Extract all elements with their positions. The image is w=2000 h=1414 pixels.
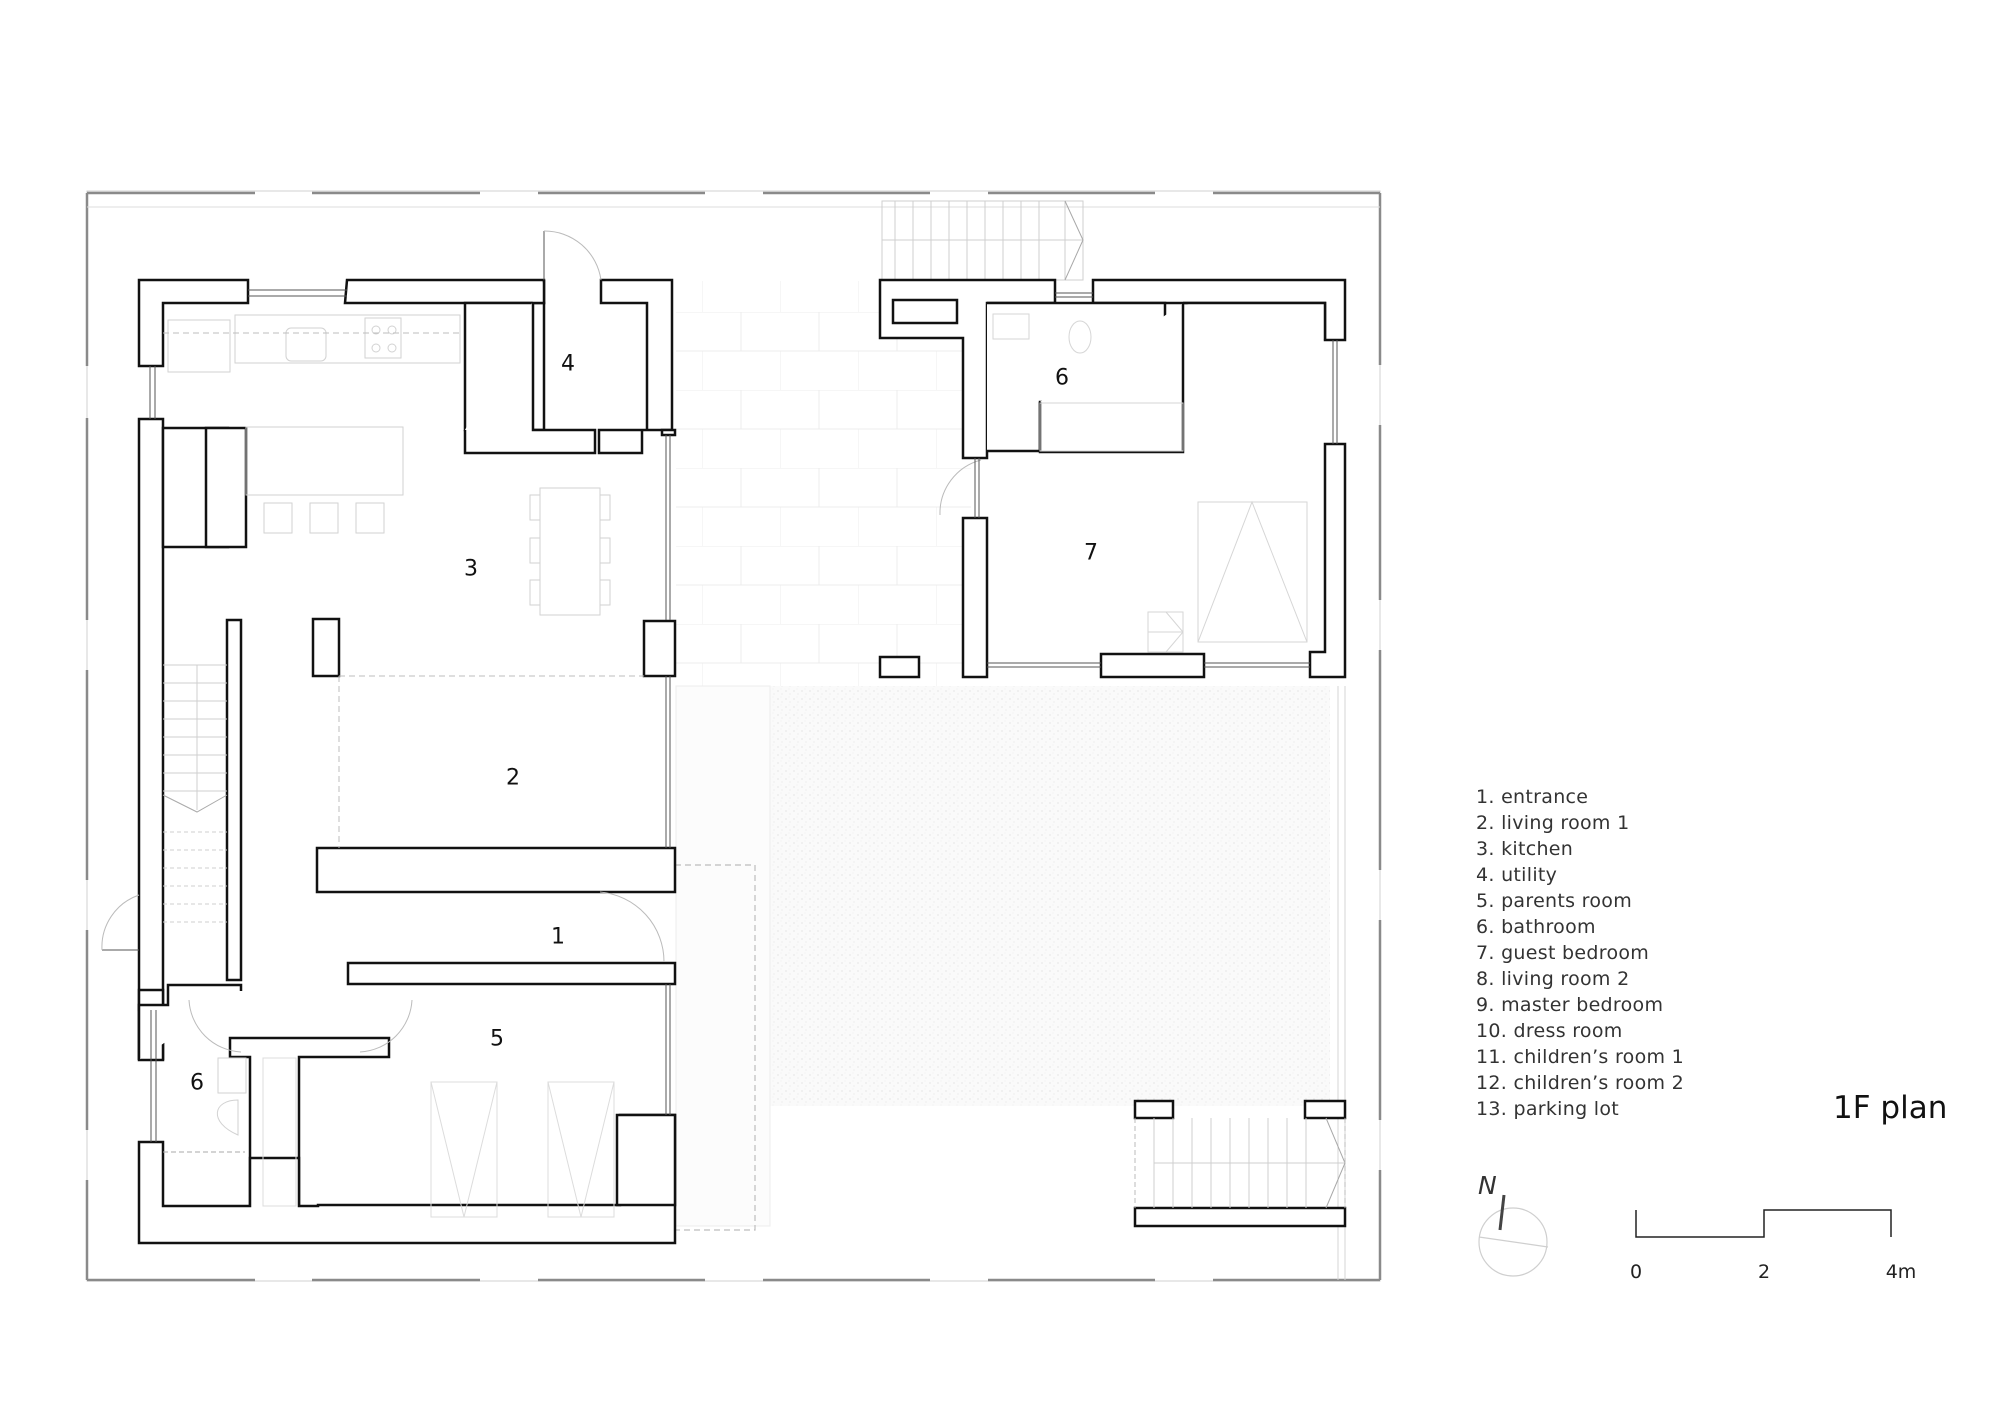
stairs-left — [162, 664, 228, 923]
room-label-living-room-1: 2 — [506, 765, 520, 791]
room-label-entrance: 1 — [551, 924, 565, 950]
room-legend: 1. entrance 2. living room 1 3. kitchen … — [1476, 784, 1684, 1122]
legend-item: 4. utility — [1476, 864, 1558, 886]
guest-building-walls — [878, 278, 1347, 679]
scale-label-2: 2 — [1757, 1261, 1771, 1283]
north-arrow-icon — [1478, 1194, 1549, 1277]
legend-item: 7. guest bedroom — [1476, 942, 1650, 964]
room-label-kitchen: 3 — [464, 556, 478, 582]
room-label-bathroom-guest: 6 — [1055, 365, 1069, 391]
legend-item: 8. living room 2 — [1476, 968, 1630, 990]
main-building-windows — [149, 289, 671, 1142]
room-label-bathroom-main: 6 — [190, 1070, 204, 1096]
stairs-lower — [1133, 1099, 1347, 1228]
door-swings — [101, 230, 982, 1053]
parking-gravel — [770, 686, 1330, 1106]
legend-item: 10. dress room — [1476, 1020, 1623, 1042]
guest-building-windows — [974, 292, 1338, 668]
legend-item: 11. children’s room 1 — [1476, 1046, 1685, 1068]
legend-item: 13. parking lot — [1476, 1098, 1620, 1120]
drawing-title: 1F plan — [1833, 1090, 1948, 1126]
legend-item: 6. bathroom — [1476, 916, 1596, 938]
legend-item: 3. kitchen — [1476, 838, 1574, 860]
beds — [262, 1057, 615, 1218]
room-label-parents-room: 5 — [490, 1026, 504, 1052]
legend-item: 12. children’s room 2 — [1476, 1072, 1685, 1094]
scale-label-4m: 4m — [1885, 1261, 1917, 1283]
kitchen-furniture — [163, 314, 644, 848]
scale-label-0: 0 — [1629, 1261, 1643, 1283]
guest-room-furniture — [992, 313, 1308, 653]
legend-item: 5. parents room — [1476, 890, 1633, 912]
site-boundary — [85, 190, 1382, 1282]
bathroom-fixtures-left — [163, 1057, 247, 1153]
room-label-utility: 4 — [561, 351, 575, 377]
room-label-guest-bedroom: 7 — [1084, 540, 1098, 566]
scale-bar — [1635, 1209, 1892, 1238]
north-label: N — [1478, 1171, 1497, 1200]
stairs-upper — [881, 200, 1084, 281]
legend-item: 1. entrance — [1476, 786, 1589, 808]
main-building-walls — [137, 278, 677, 1245]
courtyard-tiles — [676, 281, 971, 686]
legend-item: 2. living room 1 — [1476, 812, 1630, 834]
legend-item: 9. master bedroom — [1476, 994, 1664, 1016]
